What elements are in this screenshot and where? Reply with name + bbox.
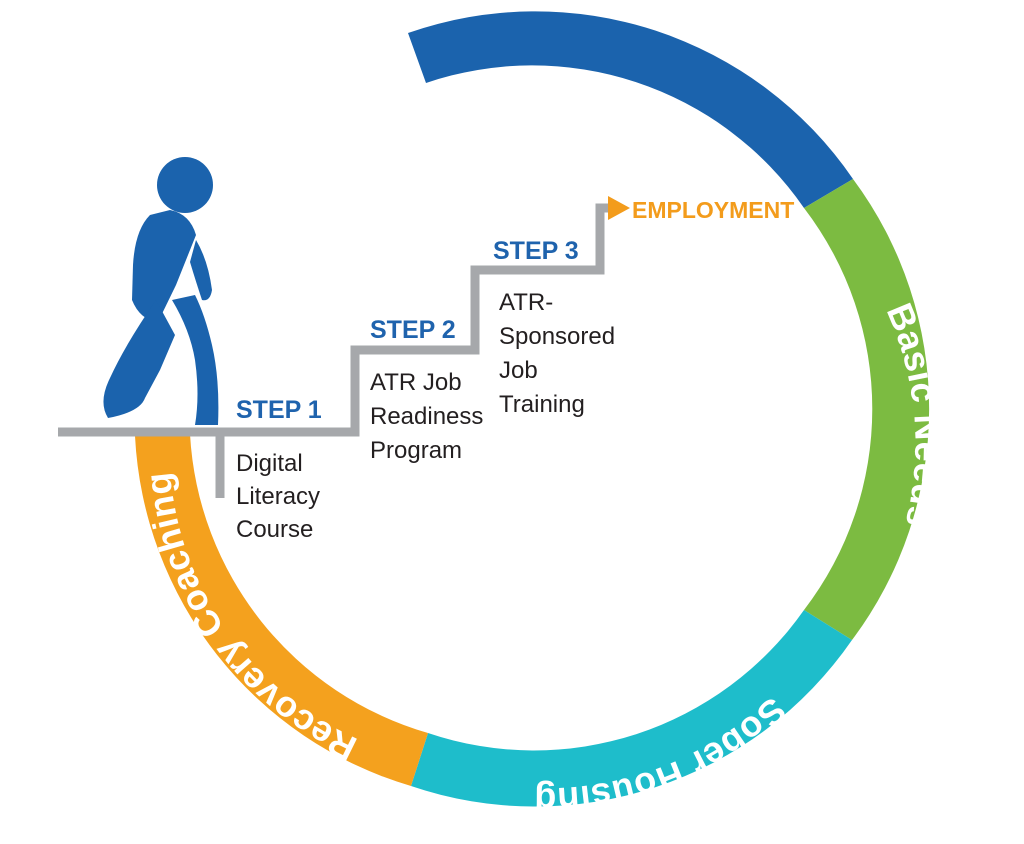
goal-employment-label: EMPLOYMENT (632, 197, 794, 223)
step-2: STEP 2 ATR Job Readiness Program (370, 316, 490, 464)
step-1-line-1: Digital (236, 450, 303, 477)
step-3-line-3: Job (499, 357, 538, 384)
step-2-description: ATR Job Readiness Program (370, 369, 490, 464)
step-1-line-3: Course (236, 516, 313, 543)
walking-person-icon (103, 157, 219, 425)
staircase-line (58, 203, 608, 437)
staircase (58, 196, 630, 498)
step-3-line-2: Sponsored (499, 323, 615, 350)
arrow-right-icon (608, 196, 630, 220)
ring-segment-sober-housing (411, 610, 852, 807)
step-1-title: STEP 1 (236, 396, 322, 424)
step-2-line-2: Readiness (370, 403, 483, 430)
step-2-line-3: Program (370, 437, 462, 464)
step-3-title: STEP 3 (493, 237, 579, 265)
step-2-line-1: ATR Job (370, 369, 462, 396)
step-3-description: ATR- Sponsored Job Training (499, 289, 622, 418)
step-1: STEP 1 Digital Literacy Course (236, 396, 327, 543)
step-3: STEP 3 ATR- Sponsored Job Training (493, 237, 622, 418)
step-2-title: STEP 2 (370, 316, 456, 344)
ring-segment-care-coordination (408, 11, 853, 208)
step-3-line-4: Training (499, 391, 585, 418)
step-3-line-1: ATR- (499, 289, 553, 316)
ring-segment-recovery-coaching (135, 434, 428, 786)
step-1-line-2: Literacy (236, 483, 320, 510)
ring-segment-basic-needs (804, 179, 930, 640)
step-1-description: Digital Literacy Course (236, 450, 327, 543)
